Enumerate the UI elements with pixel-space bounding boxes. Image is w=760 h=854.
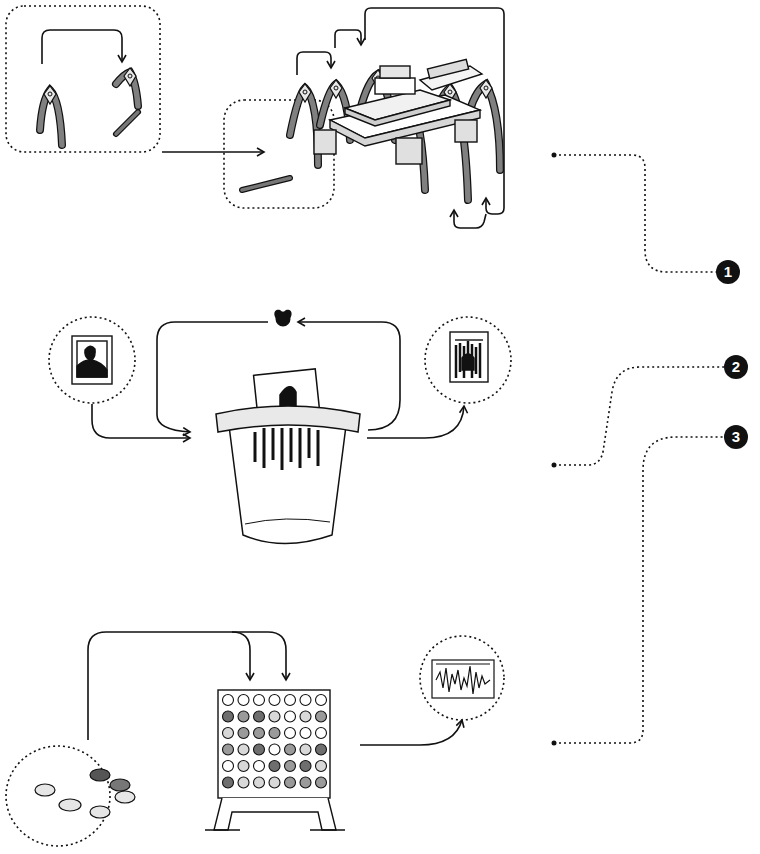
board-slot — [238, 744, 249, 755]
dotted-frames — [6, 6, 511, 846]
board-slot — [316, 711, 327, 722]
leg-joint — [44, 86, 56, 104]
board-slot — [223, 761, 234, 772]
board-slot — [285, 711, 296, 722]
heart-ring — [277, 313, 289, 325]
board-slot — [285, 777, 296, 788]
loose-leg-parts — [116, 112, 290, 190]
board-slot — [223, 744, 234, 755]
callout-number: 2 — [724, 355, 748, 379]
leader-lines — [554, 155, 724, 743]
board-slot — [223, 728, 234, 739]
paper-shredder — [216, 369, 360, 544]
board-slot — [238, 728, 249, 739]
audio-waveform — [432, 660, 494, 698]
board-slot — [300, 761, 311, 772]
heart-symbol — [274, 310, 291, 326]
board-slot — [269, 695, 280, 706]
leg-joint — [480, 80, 492, 98]
board-slot — [269, 744, 280, 755]
board-slot — [238, 761, 249, 772]
shred-strips — [255, 428, 318, 470]
board-slot — [285, 761, 296, 772]
leader-dots — [552, 153, 557, 746]
board-slot — [238, 695, 249, 706]
board-slot — [316, 761, 327, 772]
flow-arrows — [42, 8, 504, 745]
board-slot — [254, 728, 265, 739]
board-slot — [285, 744, 296, 755]
board-slot — [223, 695, 234, 706]
connect-four-board — [205, 690, 345, 830]
board-slot — [269, 711, 280, 722]
board-slot — [285, 728, 296, 739]
board-slot — [254, 761, 265, 772]
board-slot — [254, 777, 265, 788]
board-slot — [269, 728, 280, 739]
joint-pin — [303, 90, 307, 94]
board-slot — [316, 728, 327, 739]
joint-pin — [128, 74, 132, 78]
leg-joint — [330, 80, 342, 98]
game-chips — [35, 769, 135, 818]
board-slot — [285, 695, 296, 706]
board-slot — [300, 695, 311, 706]
board-slot — [300, 777, 311, 788]
callout-number: 1 — [716, 260, 740, 284]
board-slot — [300, 728, 311, 739]
board-slot — [254, 695, 265, 706]
board-slot — [316, 744, 327, 755]
board-slot — [269, 761, 280, 772]
joint-pin — [484, 86, 488, 90]
photo — [72, 336, 112, 384]
board-slot — [238, 711, 249, 722]
leg-joint — [299, 84, 311, 102]
joint-pin — [334, 86, 338, 90]
board-slot — [269, 777, 280, 788]
board-slot — [300, 744, 311, 755]
robot-body — [314, 59, 482, 164]
board-slot — [316, 695, 327, 706]
joint-pin — [48, 92, 52, 96]
joint-pin — [448, 90, 452, 94]
board-slot — [223, 711, 234, 722]
leg-joint — [124, 68, 136, 86]
board-slot — [316, 777, 327, 788]
board-slot — [254, 744, 265, 755]
callout-number: 3 — [724, 425, 748, 449]
board-slot — [223, 777, 234, 788]
board-slot — [300, 711, 311, 722]
shredded-photo — [450, 332, 488, 382]
board-slot — [254, 711, 265, 722]
board-slot — [238, 777, 249, 788]
